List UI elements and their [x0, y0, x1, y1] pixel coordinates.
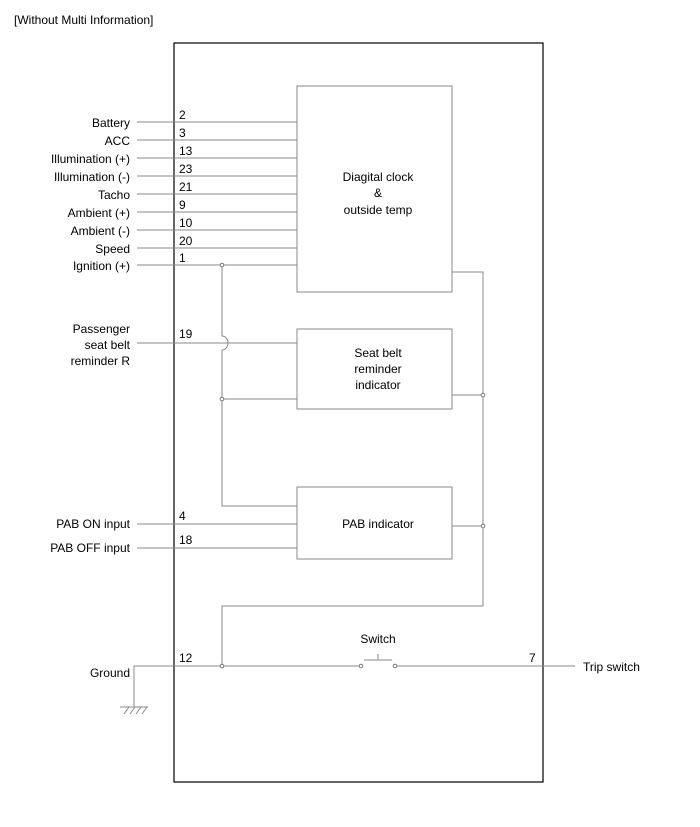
junction-seatbelt-feed [219, 396, 225, 402]
label-acc: ACC [105, 134, 131, 148]
label-pab-off: PAB OFF input [50, 541, 130, 555]
pin-tacho: 21 [179, 180, 193, 194]
pin-battery: 2 [179, 108, 186, 122]
pin-ignition: 1 [179, 251, 186, 265]
label-speed: Speed [95, 242, 130, 256]
junction-pab-ground [480, 523, 486, 529]
pin-ground: 12 [179, 651, 193, 665]
label-illum-minus: Illumination (-) [54, 170, 130, 184]
clock-temp-block [296, 85, 453, 293]
wire-ground-bus [221, 271, 484, 666]
label-switch: Switch [360, 632, 395, 646]
clock-block-line-2: & [374, 186, 382, 200]
label-ambient-minus: Ambient (-) [71, 224, 130, 238]
ground-symbol-icon [120, 706, 148, 715]
pab-indicator-block [296, 486, 453, 560]
label-passenger-3: reminder R [71, 354, 131, 368]
junction-ground [219, 663, 225, 669]
seatbelt-block-line-2: reminder [354, 362, 401, 376]
seatbelt-indicator-block [296, 328, 453, 410]
trip-switch-icon [358, 654, 398, 669]
label-pab-on: PAB ON input [56, 517, 130, 531]
label-ambient-plus: Ambient (+) [68, 206, 130, 220]
pin-pab-off: 18 [179, 533, 193, 547]
diagram-header: [Without Multi Information] [14, 13, 153, 27]
label-battery: Battery [92, 116, 130, 130]
label-tacho: Tacho [98, 188, 130, 202]
label-ground: Ground [90, 666, 130, 680]
pin-pab-on: 4 [179, 509, 186, 523]
label-passenger-2: seat belt [85, 338, 131, 352]
pin-passenger: 19 [179, 327, 193, 341]
clock-block-line-3: outside temp [344, 203, 413, 217]
seatbelt-block-line-3: indicator [355, 378, 400, 392]
label-trip-switch: Trip switch [583, 660, 640, 674]
clock-block-line-1: Diagital clock [343, 170, 415, 184]
junction-seatbelt-ground [480, 392, 486, 398]
pin-ambient-minus: 10 [179, 216, 193, 230]
pin-illum-minus: 23 [179, 162, 193, 176]
module-outline [173, 42, 544, 783]
pab-block-label: PAB indicator [342, 517, 414, 531]
pin-speed: 20 [179, 234, 193, 248]
wire-ground [133, 665, 360, 707]
pin-trip-switch: 7 [529, 651, 536, 665]
label-illum-plus: Illumination (+) [51, 152, 130, 166]
seatbelt-block-line-1: Seat belt [354, 346, 402, 360]
label-ignition: Ignition (+) [73, 259, 130, 273]
pin-ambient-plus: 9 [179, 198, 186, 212]
pin-illum-plus: 13 [179, 144, 193, 158]
pin-acc: 3 [179, 126, 186, 140]
wire-ignition-bus [221, 265, 297, 507]
label-passenger-1: Passenger [73, 322, 130, 336]
junction-ignition [219, 262, 225, 268]
